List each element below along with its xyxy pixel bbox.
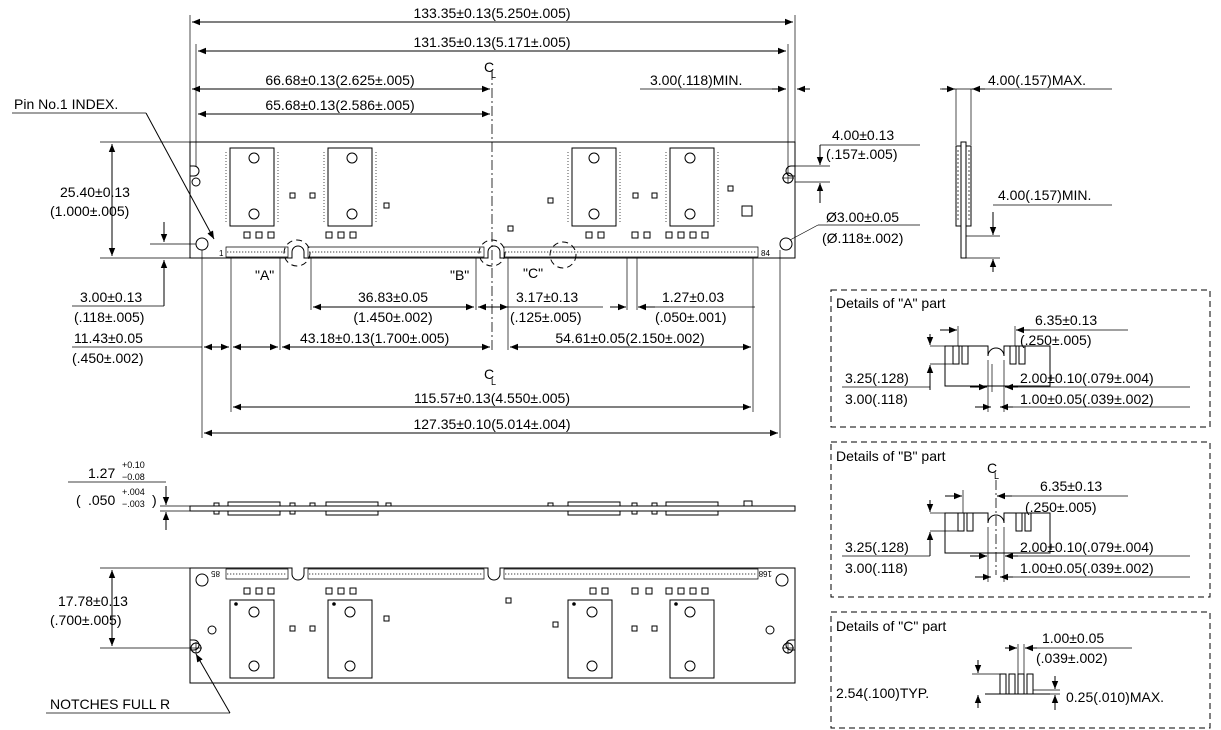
detail-c-dim-1b: (.039±.002) — [1036, 650, 1108, 666]
svg-text:−.003: −.003 — [122, 499, 145, 509]
dim-12735: 127.35±0.10(5.014±.004) — [413, 416, 570, 432]
dim-pcb-thickness-inch: ( — [76, 492, 81, 508]
dim-11557: 115.57±0.13(4.550±.005) — [414, 390, 570, 406]
pin-1-label: 1 — [219, 249, 224, 258]
detail-c-dim-1: 1.00±0.05 — [1042, 630, 1104, 646]
detail-a-dim-1: 6.35±0.13 — [1035, 312, 1097, 328]
detail-c-circle — [549, 241, 577, 269]
cl-symbol-bottom: C — [484, 366, 494, 382]
pin-84-label: 84 — [761, 249, 770, 258]
dim-right-hole-2: (.157±.005) — [826, 146, 898, 162]
detail-b-title: Details of "B" part — [836, 448, 946, 464]
dim-1778-2: (.700±.005) — [50, 612, 122, 628]
back-view: 85 168 17.78±0.13 (.700±.005) NOTCHES FU… — [46, 567, 796, 714]
front-hole-right — [779, 237, 793, 251]
dim-3683-1: 36.83±0.05 — [358, 289, 428, 305]
pin-168-label: 168 — [758, 569, 772, 578]
detail-b-dim-2b: 3.00(.118) — [845, 560, 908, 576]
dim-left-3-2: (.118±.005) — [74, 309, 144, 325]
detail-a-dim-2a: 3.25(.128) — [845, 370, 909, 386]
dim-317-2: (.125±.005) — [510, 309, 582, 325]
pin-85-label: 85 — [211, 569, 220, 578]
front-hole-left — [195, 237, 209, 251]
detail-b-dim-1b: (.250±.005) — [1025, 499, 1097, 515]
detail-b-dim-1: 6.35±0.13 — [1040, 478, 1102, 494]
front-chip-2 — [323, 147, 377, 227]
dim-side-min: 4.00(.157)MIN. — [998, 187, 1091, 203]
detail-a-dim-4: 1.00±0.05(.039±.002) — [1020, 391, 1154, 407]
detail-b-dim-2a: 3.25(.128) — [845, 539, 909, 555]
dim-1143-2: (.450±.002) — [72, 350, 144, 366]
detail-b-dim-3: 2.00±0.10(.079±.004) — [1020, 539, 1154, 555]
dim-4318: 43.18±0.13(1.700±.005) — [300, 330, 449, 346]
dim-127-2: (.050±.001) — [655, 309, 727, 325]
detail-b-cl: C — [987, 460, 997, 476]
dim-right-min: 3.00(.118)MIN. — [650, 72, 742, 88]
dim-hole-dia-2: (Ø.118±.002) — [822, 230, 903, 246]
side-view: 4.00(.157)MAX. 4.00(.157)MIN. — [940, 72, 1112, 272]
detail-a-title: Details of "A" part — [836, 295, 946, 311]
dim-317-1: 3.17±0.13 — [516, 289, 578, 305]
notches-label: NOTCHES FULL R — [50, 696, 170, 712]
detail-c-dim-2: 2.54(.100)TYP. — [836, 685, 929, 701]
front-chip-3 — [567, 147, 621, 227]
detail-a-dim-3: 2.00±0.10(.079±.004) — [1020, 370, 1154, 386]
mark-a-label: "A" — [255, 267, 274, 283]
front-board-outline — [189, 141, 796, 259]
dim-1143-1: 11.43±0.05 — [74, 330, 143, 346]
svg-text:L: L — [491, 377, 496, 387]
dim-hole-dia-1: Ø3.00±0.05 — [826, 209, 899, 225]
svg-text:.050: .050 — [88, 492, 115, 508]
svg-text:): ) — [152, 492, 157, 508]
dim-127-1: 1.27±0.03 — [662, 289, 724, 305]
detail-b-dim-4: 1.00±0.05(.039±.002) — [1020, 560, 1154, 576]
detail-c-dim-3: 0.25(.010)MAX. — [1066, 689, 1164, 705]
back-board-outline — [189, 567, 796, 684]
detail-a-circle — [283, 239, 311, 267]
back-contact-fingers — [225, 568, 759, 580]
pin1-index-label: Pin No.1 INDEX. — [14, 96, 118, 112]
dim-half-hole: 65.68±0.13(2.586±.005) — [265, 97, 414, 113]
front-contact-fingers — [225, 246, 759, 258]
dim-5461: 54.61±0.05(2.150±.002) — [555, 330, 704, 346]
detail-b-box: Details of "B" part C L 6.35±0.13 (.250±… — [830, 441, 1211, 598]
edge-view: 1.27 +0.10 −0.08 ( .050 +.004 −.003 ) — [68, 460, 796, 530]
dim-1778-1: 17.78±0.13 — [58, 593, 128, 609]
svg-text:L: L — [491, 70, 496, 80]
detail-c-box: Details of "C" part 1.00±0.05 (.039±.002… — [830, 611, 1211, 729]
dim-height-1: 25.40±0.13 — [60, 184, 130, 200]
svg-text:−0.08: −0.08 — [122, 472, 145, 482]
dim-3683-2: (1.450±.002) — [353, 309, 432, 325]
dim-pcb-thickness: 1.27 — [88, 465, 115, 481]
svg-text:+.004: +.004 — [122, 487, 145, 497]
detail-a-dim-2b: 3.00(.118) — [845, 391, 908, 407]
front-small-parts — [243, 185, 753, 239]
svg-text:+0.10: +0.10 — [122, 460, 145, 470]
detail-a-box: Details of "A" part 6.35±0.13 (.250±.005… — [830, 289, 1211, 428]
dim-hole-span: 131.35±0.13(5.171±.005) — [413, 34, 570, 50]
dim-half-length: 66.68±0.13(2.625±.005) — [265, 72, 414, 88]
front-chip-4 — [665, 147, 719, 227]
dim-thickness-max: 4.00(.157)MAX. — [988, 72, 1086, 88]
dim-height-2: (1.000±.005) — [50, 203, 129, 219]
svg-text:L: L — [994, 471, 999, 481]
front-chip-1 — [225, 147, 279, 227]
dim-left-3-1: 3.00±0.13 — [80, 289, 142, 305]
mark-b-label: "B" — [450, 267, 469, 283]
dim-overall-length: 133.35±0.13(5.250±.005) — [413, 5, 570, 21]
detail-a-dim-1b: (.250±.005) — [1020, 332, 1092, 348]
front-view: 1 84 "A" "B" "C" C L C L 133.35±0.13(5.2… — [12, 5, 920, 438]
dim-right-hole-1: 4.00±0.13 — [832, 127, 894, 143]
cl-symbol-top: C — [484, 59, 494, 75]
detail-c-title: Details of "C" part — [836, 618, 946, 634]
mark-c-label: "C" — [523, 265, 543, 281]
